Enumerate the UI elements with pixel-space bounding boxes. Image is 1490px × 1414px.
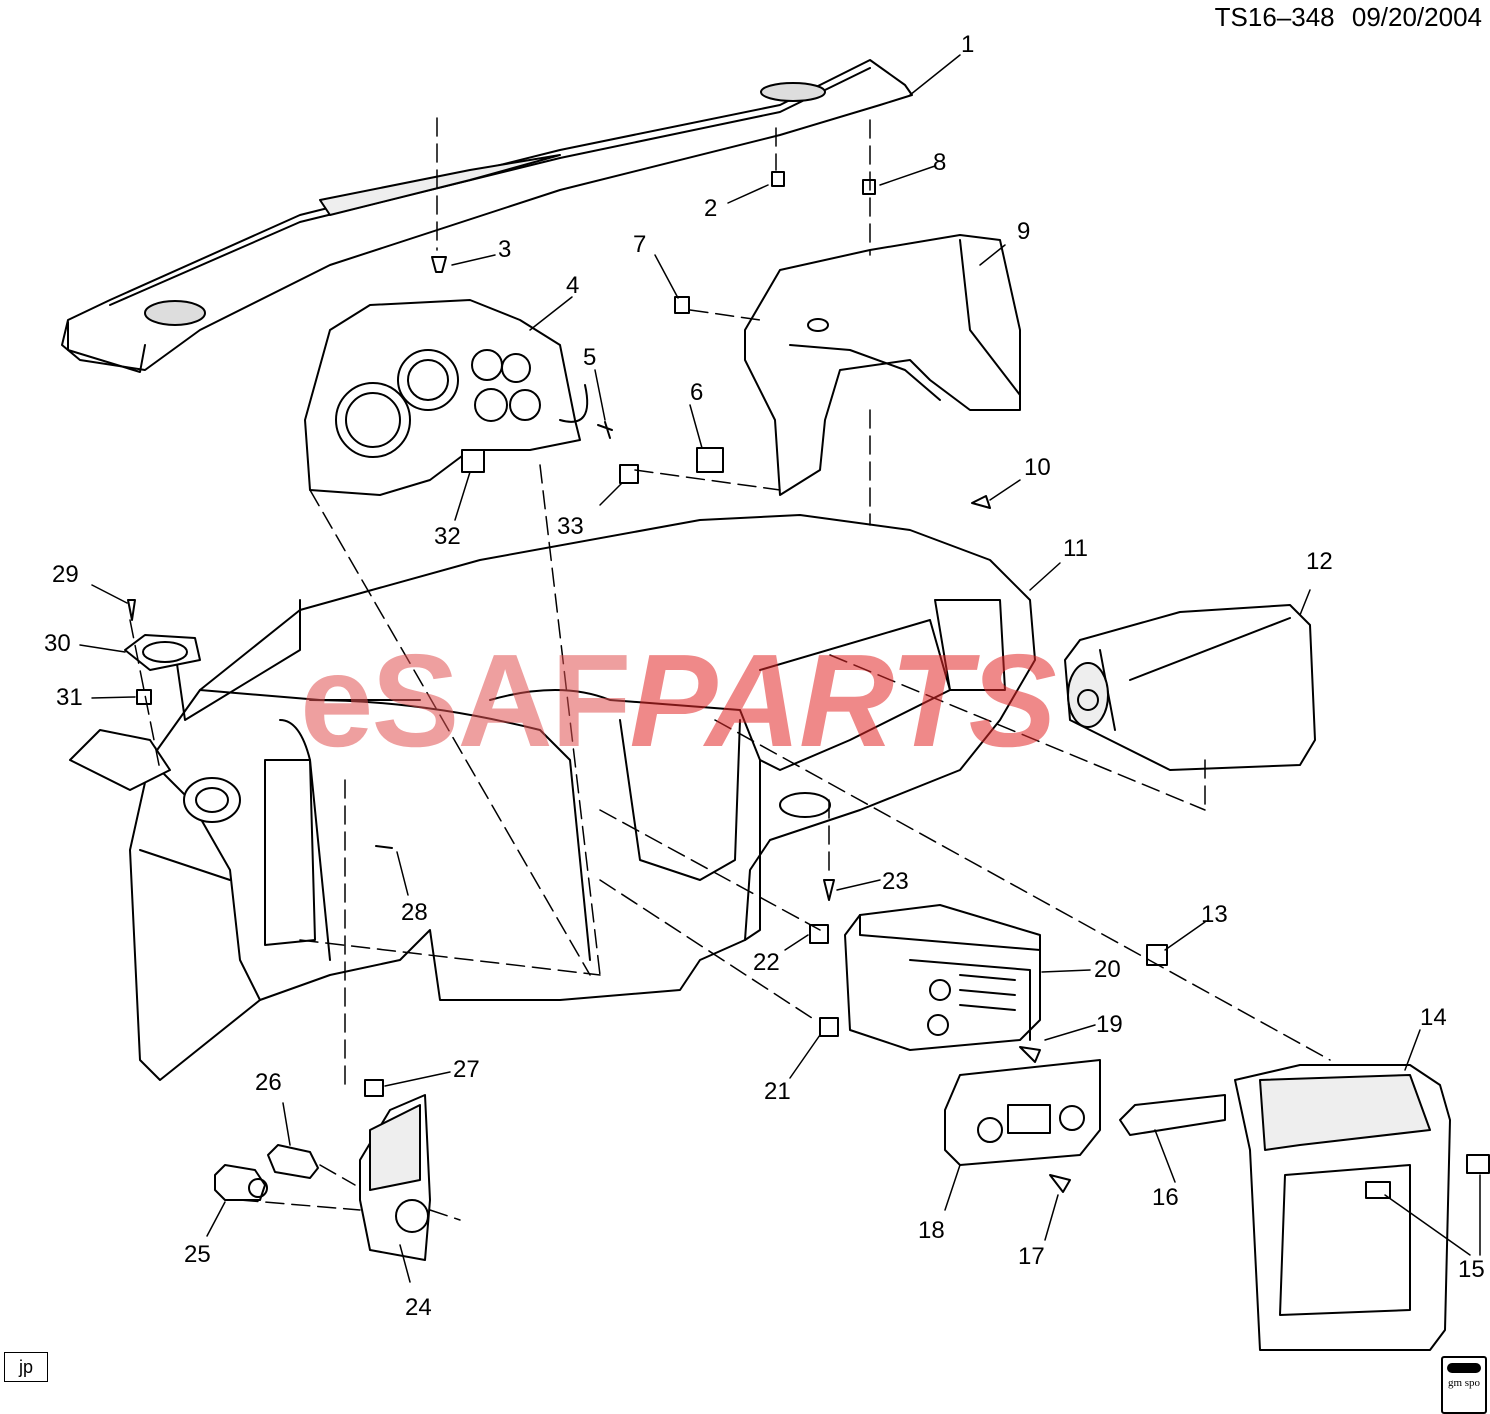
headlamp-switch <box>214 1164 268 1201</box>
right-trim-bezel <box>1234 1064 1451 1351</box>
document-id: TS16–348 09/20/2004 <box>1215 2 1482 33</box>
callout-6: 6 <box>690 379 704 406</box>
callout-32: 32 <box>434 523 461 550</box>
callout-27: 27 <box>453 1056 480 1083</box>
watermark: eSAFPARTS <box>300 627 1057 774</box>
callout-29: 29 <box>52 561 79 588</box>
callout-19: 19 <box>1096 1011 1123 1038</box>
callout-21: 21 <box>764 1078 791 1105</box>
gm-spo-logo: gm spo <box>1441 1356 1487 1414</box>
storage-compartment <box>1064 604 1316 771</box>
callout-24: 24 <box>405 1294 432 1321</box>
instrument-cluster <box>304 299 589 496</box>
callout-12: 12 <box>1306 548 1333 575</box>
callout-15: 15 <box>1458 1256 1485 1283</box>
radio-unit <box>844 904 1041 1051</box>
callout-4: 4 <box>566 272 580 299</box>
upper-trim-panel <box>61 59 913 373</box>
callout-10: 10 <box>1024 454 1051 481</box>
instrument-panel-carrier <box>69 514 1036 1081</box>
callout-18: 18 <box>918 1217 945 1244</box>
speaker <box>124 634 201 671</box>
logo-band <box>1447 1363 1481 1373</box>
dimmer-switch <box>267 1144 319 1179</box>
callout-16: 16 <box>1152 1184 1179 1211</box>
diagram-number: TS16–348 <box>1214 2 1335 32</box>
callout-2: 2 <box>704 195 718 222</box>
callout-1: 1 <box>961 31 975 58</box>
callout-22: 22 <box>753 949 780 976</box>
callout-28: 28 <box>401 899 428 926</box>
assembly-lines <box>129 117 1331 1221</box>
switch-bank <box>1119 1094 1226 1136</box>
left-trim-bezel <box>359 1094 431 1261</box>
callout-23: 23 <box>882 868 909 895</box>
callout-leaders <box>79 54 1481 1283</box>
callout-8: 8 <box>933 149 947 176</box>
fasteners <box>127 171 1490 1199</box>
cluster-trim-bezel <box>744 234 1021 496</box>
hvac-control <box>944 1059 1101 1166</box>
callout-11: 11 <box>1063 535 1088 562</box>
callout-9: 9 <box>1017 218 1031 245</box>
callout-26: 26 <box>255 1069 282 1096</box>
artist-initials: jp <box>4 1352 48 1382</box>
callout-14: 14 <box>1420 1004 1447 1031</box>
callout-20: 20 <box>1094 956 1121 983</box>
callout-25: 25 <box>184 1241 211 1268</box>
callout-33: 33 <box>557 513 584 540</box>
callout-13: 13 <box>1201 901 1228 928</box>
callout-7: 7 <box>633 231 647 258</box>
logo-text: gm spo <box>1447 1377 1481 1389</box>
callout-5: 5 <box>583 344 597 371</box>
callout-31: 31 <box>56 684 83 711</box>
callout-3: 3 <box>498 236 512 263</box>
callout-30: 30 <box>44 630 71 657</box>
diagram-date: 09/20/2004 <box>1351 2 1482 32</box>
callout-17: 17 <box>1018 1243 1045 1270</box>
